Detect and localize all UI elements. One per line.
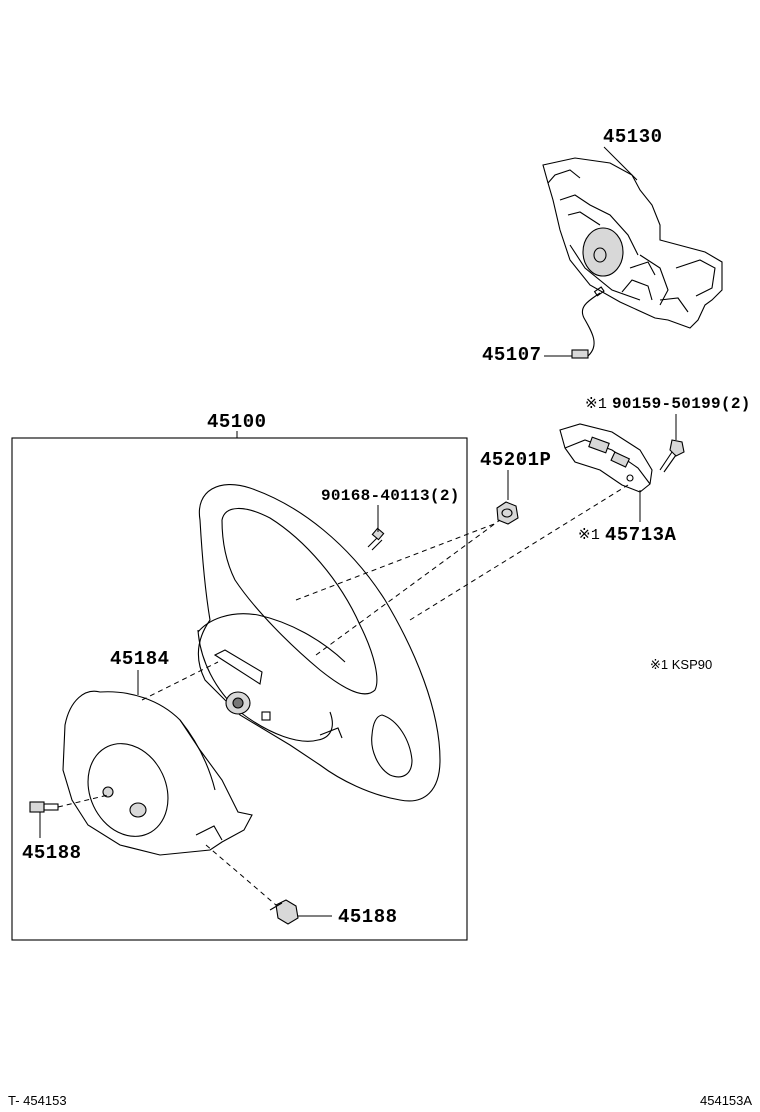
label-lower-cover: 45184 [110,648,170,670]
nut-dash-line [315,519,501,656]
label-wire: 45107 [482,344,542,366]
horn-cover-part [542,157,723,329]
clip-left-dash-line [57,794,109,808]
horn-cover-leader [603,146,638,181]
footer-right-code: 454153A [700,1093,753,1108]
label-switch: 45713A [605,524,677,546]
note-ksp90: ※1 KSP90 [650,657,713,672]
note-mark-screw: ※1 [585,396,608,413]
switch-screw-part [659,439,685,473]
nut-part [496,501,519,525]
steering-wheel-part [197,484,441,802]
clip-bottom-dash-line [205,844,277,906]
label-nut: 45201P [480,449,552,471]
horn-wire-part [571,286,605,359]
label-wheel-screw: 90168-40113(2) [321,487,460,505]
wheel-screw-part [367,527,385,551]
label-wheel-assy: 45100 [207,411,267,433]
switch-part [559,423,653,493]
lower-cover-part [62,690,253,856]
label-switch-screw: 90159-50199(2) [612,395,751,413]
clip-left-part [29,801,59,813]
footer-left-code: T- 454153 [8,1093,67,1108]
note-mark-switch: ※1 [578,527,601,544]
label-horn-cover: 45130 [603,126,663,148]
clip-bottom-part [269,899,299,925]
nut-dash-line-2 [295,523,495,601]
switch-dash-line [409,484,629,621]
label-clip-bottom: 45188 [338,906,398,928]
label-clip-left: 45188 [22,842,82,864]
assembly-frame [11,437,468,941]
